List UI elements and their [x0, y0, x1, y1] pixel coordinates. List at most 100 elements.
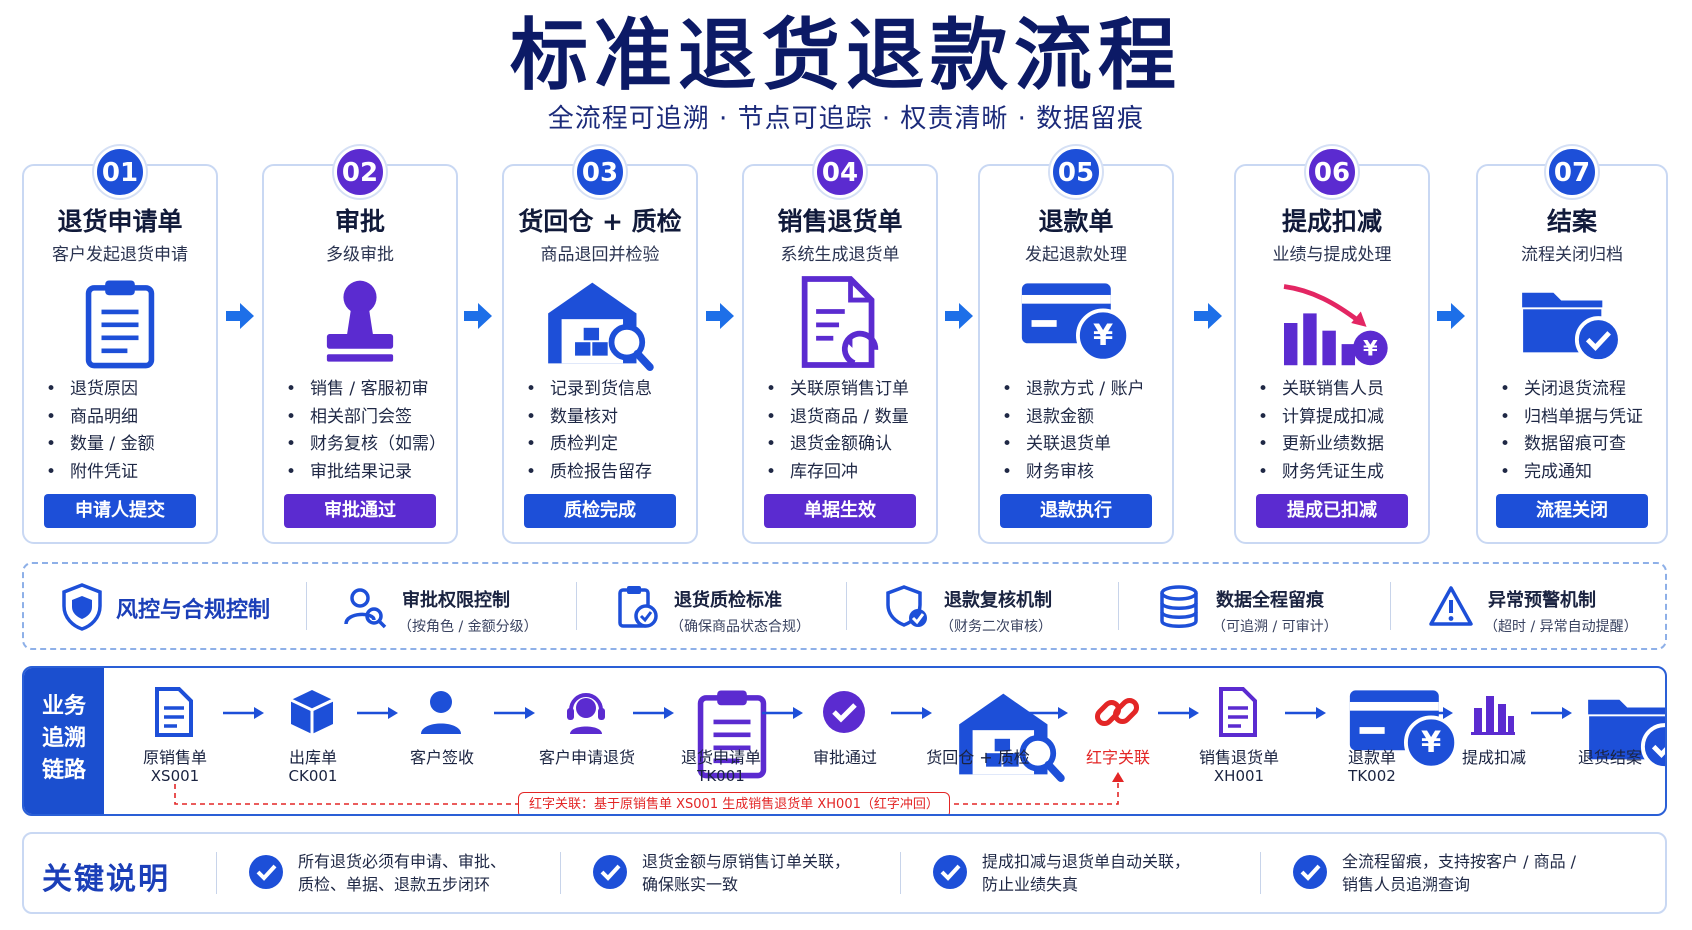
step-bullet: 数量核对 — [526, 404, 690, 432]
key-note: 所有退货必须有申请、审批、 质检、单据、退款五步闭环 — [248, 834, 578, 912]
control-title: 退款复核机制 — [944, 590, 1052, 611]
step-card: 退货申请单 客户发起退货申请 退货原因商品明细数量 / 金额附件凭证 申请人提交 — [22, 164, 218, 544]
flow-arrow-icon — [945, 303, 973, 329]
step-bullet: 质检报告留存 — [526, 459, 690, 487]
trace-arrow-icon — [762, 707, 803, 719]
step-bullet: 记录到货信息 — [526, 376, 690, 404]
trace-node-label: 客户申请退货 — [538, 748, 635, 767]
key-note-text: 全流程留痕，支持按客户 / 商品 / 销售人员追溯查询 — [1342, 850, 1576, 896]
check-circle-icon — [593, 855, 627, 889]
step-title: 结案 — [1546, 207, 1597, 236]
step-bullet: 数量 / 金额 — [46, 431, 210, 459]
link-icon — [1092, 686, 1144, 738]
trace-node: 客户签收 — [377, 668, 507, 808]
step-bullet: 更新业绩数据 — [1258, 431, 1422, 459]
step-bullet: 库存回冲 — [766, 459, 930, 487]
control-item: 退款复核机制 （财务二次审核） — [884, 564, 1134, 648]
trace-arrow-icon — [890, 707, 932, 719]
control-item: 数据全程留痕 （可追溯 / 可审计） — [1156, 564, 1406, 648]
risk-control-bar: 风控与合规控制 审批权限控制 （按角色 / 金额分级） 退货质检标准 （确保商品… — [22, 562, 1667, 650]
step-number: 01 — [94, 146, 146, 198]
step-status-badge: 质检完成 — [524, 494, 676, 528]
step-bullet: 关联销售人员 — [1258, 376, 1422, 404]
step-bullet: 质检判定 — [526, 431, 690, 459]
clipboard-icon — [50, 268, 190, 378]
trace-arrow-icon — [223, 707, 264, 719]
trace-arrow-icon — [633, 707, 674, 719]
control-item: 退货质检标准 （确保商品状态合规） — [614, 564, 864, 648]
check-circle-icon — [819, 686, 871, 738]
trace-node-label: 销售退货单 — [1198, 748, 1279, 767]
step-bullet: 财务凭证生成 — [1258, 459, 1422, 487]
step-number: 03 — [574, 146, 626, 198]
trace-node-label: 退货结案 — [1577, 748, 1642, 767]
step-bullet: 审批结果记录 — [286, 459, 450, 487]
step-number: 06 — [1306, 146, 1358, 198]
step-bullet: 退款方式 / 账户 — [1002, 376, 1166, 404]
trace-node-code: XH001 — [1213, 767, 1265, 785]
key-note-line: 质检、单据、退款五步闭环 — [298, 875, 491, 894]
document-icon — [149, 686, 201, 738]
trace-node-label: 提成扣减 — [1461, 748, 1526, 767]
step-card: 退款单 发起退款处理 ¥ 退款方式 / 账户退款金额关联退货单财务审核 退款执行 — [978, 164, 1174, 544]
red-link-note: 红字关联：基于原销售单 XS001 生成销售退货单 XH001（红字冲回） — [518, 792, 950, 814]
key-note-line: 全流程留痕，支持按客户 / 商品 / — [1342, 852, 1577, 871]
step-number: 04 — [814, 146, 866, 198]
user-icon — [416, 686, 468, 738]
trace-node: ¥ 退款单 TK002 — [1307, 668, 1459, 808]
step-number: 02 — [334, 146, 386, 198]
control-title: 数据全程留痕 — [1216, 590, 1324, 611]
step-status-badge: 申请人提交 — [44, 494, 196, 528]
step-bullet: 相关部门会签 — [286, 404, 450, 432]
control-subtitle: （财务二次审核） — [940, 619, 1052, 635]
step-bullet: 退货原因 — [46, 376, 210, 404]
key-note-line: 提成扣减与退货单自动关联， — [982, 852, 1191, 871]
step-bullets: 关联原销售订单退货商品 / 数量退货金额确认库存回冲 — [766, 376, 930, 486]
step-title: 退货申请单 — [57, 207, 183, 236]
control-title: 退货质检标准 — [674, 590, 782, 611]
control-item: 异常预警机制 （超时 / 异常自动提醒） — [1428, 564, 1678, 648]
shield-check-icon — [884, 584, 930, 630]
trace-node: 原销售单 XS001 — [110, 668, 240, 808]
svg-text:¥: ¥ — [1421, 725, 1441, 759]
step-bullet: 完成通知 — [1500, 459, 1660, 487]
step-bullet: 销售 / 客服初审 — [286, 376, 450, 404]
step-status-badge: 审批通过 — [284, 494, 436, 528]
document-icon — [1213, 686, 1265, 738]
step-subtitle: 发起退款处理 — [1025, 245, 1127, 265]
main-title: 标准退货退款流程 — [509, 11, 1182, 101]
trace-node-label: 审批通过 — [812, 748, 877, 767]
divider — [900, 852, 901, 894]
bar-chart-icon — [1468, 686, 1520, 738]
key-notes: 关键说明 所有退货必须有申请、审批、 质检、单据、退款五步闭环 退货金额与原销售… — [22, 832, 1667, 914]
trace-node-code: TK002 — [1348, 767, 1396, 785]
step-bullet: 关联原销售订单 — [766, 376, 930, 404]
control-title: 审批权限控制 — [402, 590, 510, 611]
warehouse-icon — [530, 268, 670, 378]
trace-chain: 业务 追溯 链路 原销售单 XS001 出库单 CK001 客户签收 客户申请退… — [22, 666, 1667, 816]
step-status-badge: 退款执行 — [1000, 494, 1152, 528]
step-title: 销售退货单 — [777, 207, 903, 236]
key-note-line: 退货金额与原销售订单关联， — [642, 852, 851, 871]
key-notes-title: 关键说明 — [42, 862, 170, 897]
divider — [1260, 852, 1261, 894]
trace-node-label: 客户签收 — [409, 748, 474, 767]
step-bullet: 数据留痕可查 — [1500, 431, 1660, 459]
step-bullet: 退货金额确认 — [766, 431, 930, 459]
trace-arrow-icon — [1531, 707, 1572, 719]
step-card: 结案 流程关闭归档 关闭退货流程归档单据与凭证数据留痕可查完成通知 流程关闭 — [1476, 164, 1668, 544]
trace-node-label: 原销售单 — [142, 748, 207, 767]
step-bullet: 财务复核（如需） — [286, 431, 450, 459]
check-circle-icon — [249, 855, 283, 889]
key-note: 退货金额与原销售订单关联， 确保账实一致 — [592, 834, 922, 912]
flow-arrow-icon — [226, 303, 254, 329]
step-title: 退款单 — [1038, 207, 1114, 236]
key-note-line: 确保账实一致 — [642, 875, 739, 894]
step-number: 07 — [1546, 146, 1598, 198]
step-bullet: 计算提成扣减 — [1258, 404, 1422, 432]
step-bullets: 关联销售人员计算提成扣减更新业绩数据财务凭证生成 — [1258, 376, 1422, 486]
check-circle-icon — [1293, 855, 1327, 889]
control-title: 异常预警机制 — [1488, 590, 1596, 611]
step-card: 审批 多级审批 销售 / 客服初审相关部门会签财务复核（如需）审批结果记录 审批… — [262, 164, 458, 544]
trace-arrow-icon — [356, 707, 398, 719]
